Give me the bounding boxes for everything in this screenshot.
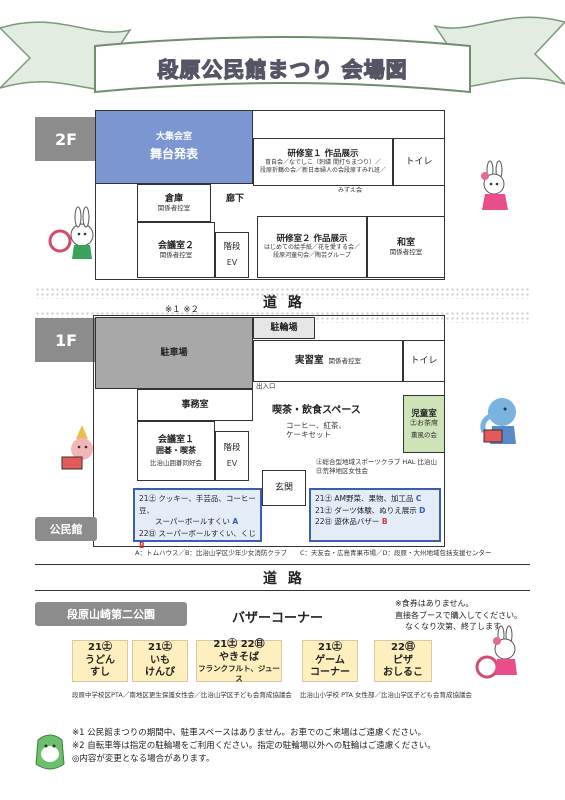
floor-label-2f: 2F	[35, 117, 97, 161]
kissa-note-sun: ㊐荒神地区女性会	[316, 467, 368, 475]
booth-left: 21㊏ クッキー、手芸品、コーヒー豆、 スーパーボールすくい A 22㊐ スーパ…	[133, 488, 262, 550]
stall-udon: 21㊏ うどん すし	[72, 640, 128, 682]
footer-notes: ※1 公民館まつりの期間中、駐車スペースはありません。お車でのご来場はご遠慮くだ…	[72, 728, 436, 764]
stall-credit-left: 段原中学校区PTA／南地区更生保護女性会／比治山学区子ども会育成協議会	[72, 691, 292, 699]
genkan: 玄関	[262, 470, 306, 506]
room-jisshu: 実習室 関係者控室	[253, 340, 403, 382]
road-label-bottom: 道 路	[263, 571, 305, 587]
title-banner	[0, 16, 565, 94]
area-churinjo: 駐輪場	[253, 317, 315, 339]
stall-imokenpi: 21㊏ いも けんぴ	[132, 640, 188, 682]
booth-right: 21㊏ AM野菜、果物、加工品 C 21㊏ ダーツ体験、ぬりえ展示 D 22㊐ …	[309, 488, 441, 542]
room-toilet-1f: トイレ	[403, 340, 445, 382]
stairs-ev-2f: 階段 EV	[215, 232, 249, 278]
room-daishukai: 大集会室 舞台発表	[95, 110, 253, 184]
stall-credit-right: 比治山小学校 PTA 女性部／比治山学区子ども会育成協議会	[300, 691, 472, 699]
stall-game: 21㊏ ゲーム コーナー	[302, 640, 358, 682]
kouminkan-label: 公民館	[35, 517, 97, 541]
legend-left: A：トムハウス／B：比治山学区少年少女消防クラブ	[135, 549, 287, 557]
room-jidou: 児童室 ㊏お茶席 薫風の会	[403, 395, 445, 453]
page-title: 段原公民館まつり 会場図	[157, 57, 408, 82]
rabbit-drum-illustration	[48, 206, 94, 259]
parking-note-marks: ※１ ※２	[165, 305, 199, 315]
room-kaigi2: 会議室２ 関係者控室	[137, 222, 215, 278]
area-chushajo: 駐車場	[95, 317, 253, 389]
kenshu1-line3: みずえ会	[338, 187, 363, 194]
legend-right: C：天友会・広島青果市場／D：段原・大州地域包括支援センター	[300, 549, 492, 557]
rouka-label: 廊下	[226, 194, 245, 204]
room-toilet-2f: トイレ	[393, 138, 445, 186]
stall-yakisoba: 21㊏ 22㊐ やきそば フランクフルト、ジュース	[196, 639, 282, 683]
ticket-note: ※食券はありません。 直接各ブースで購入してください。 なくなり次第、終了します…	[395, 599, 523, 632]
bazaar-heading: バザーコーナー	[232, 611, 324, 626]
pig-drum-illustration	[61, 425, 93, 470]
road-dots-top	[35, 287, 530, 299]
stairs-ev-1f: 階段 EV	[215, 431, 249, 481]
floor-label-1f: 1F	[35, 318, 97, 362]
area-kissa: 喫茶・飲食スペース コーヒー、紅茶、 ケーキセット	[272, 405, 361, 440]
road-line-top	[35, 564, 530, 565]
rabbit-dancing-illustration	[481, 160, 508, 210]
rabbit-drum-illustration-2	[475, 625, 517, 679]
room-soko: 倉庫 関係者控室	[137, 184, 211, 222]
room-kenshu2: 研修室２ 作品展示 はじめての絵手紙／花を愛する会／ 段原河童句会／陶芸グループ	[257, 216, 367, 278]
room-jimusho: 事務室	[137, 389, 253, 421]
floor2-outline	[95, 110, 445, 280]
road-label-top: 道 路	[263, 295, 305, 311]
room-washitsu: 和室 関係者控室	[367, 216, 445, 278]
kissa-note-sat: ㊏総合型地域スポーツクラブ HAL 比治山	[316, 458, 437, 466]
room-kenshu1: 研修室１ 作品展示 育自会／なでしこ（刺繍 間打ちまつり）／ 段原折鶴の会／新日…	[253, 138, 393, 186]
park-label: 段原山崎第二公園	[35, 602, 187, 626]
entrance-label: 出入口	[256, 382, 276, 390]
elephant-drum-illustration	[480, 398, 516, 444]
road-line-bottom	[35, 590, 530, 591]
bird-mascot-illustration	[35, 734, 65, 770]
stall-pizza: 22㊐ ピザ おしるこ	[374, 640, 432, 682]
room-kaigi1: 会議室１ 囲碁・喫茶 比治山囲碁同好会	[137, 421, 215, 481]
